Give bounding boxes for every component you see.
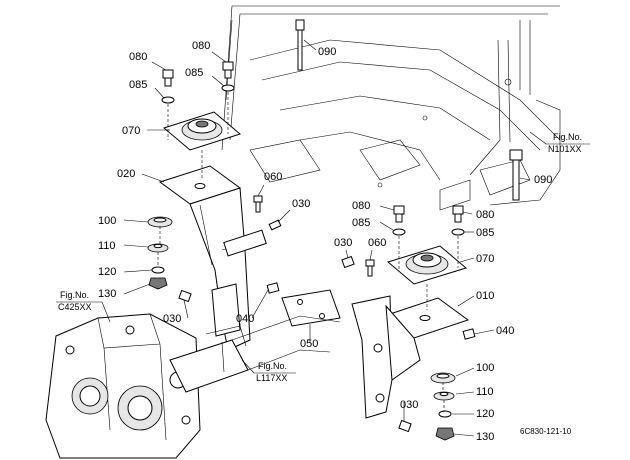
left-mount-assembly [147,19,305,351]
fig-ref-l117xx: Fig.No. L117XX [241,359,296,383]
callout-030: 030 [400,399,418,411]
callout-100: 100 [476,362,494,374]
callout-130: 130 [98,288,116,300]
fig-ref-c425xx-line1: Fig.No. [60,290,89,300]
fig-ref-n101xx: Fig.No. N101XX [529,131,590,154]
callout-110: 110 [476,386,494,398]
callout-070: 070 [122,125,140,137]
callout-120: 120 [98,266,116,278]
callout-080: 080 [129,51,147,63]
callout-060: 060 [368,237,386,249]
callout-080: 080 [192,40,210,52]
fig-ref-c425xx-line2: C425XX [58,302,92,312]
callout-120: 120 [476,408,494,420]
callout-050: 050 [300,338,318,350]
callout-130: 130 [476,431,494,443]
callout-110: 110 [98,240,116,252]
callout-030: 030 [334,237,352,249]
callout-080: 080 [476,209,494,221]
transmission-housing [45,313,341,459]
fig-ref-l117xx-line1: Fig.No. [258,361,287,371]
callout-labels: 080 085 080 085 090 070 020 060 030 100 … [98,40,552,443]
callout-085: 085 [185,67,203,79]
callout-100: 100 [98,215,116,227]
callout-085: 085 [129,79,147,91]
callout-080: 080 [352,200,370,212]
fig-ref-n101xx-line2: N101XX [548,144,582,154]
callout-070: 070 [476,253,494,265]
fig-ref-c425xx: Fig.No. C425XX [56,290,111,323]
fig-ref-l117xx-line2: L117XX [256,373,287,383]
callout-020: 020 [117,168,135,180]
callout-090: 090 [318,46,336,58]
callout-010: 010 [476,290,494,302]
callout-085: 085 [476,227,494,239]
fig-ref-n101xx-line1: Fig.No. [553,132,582,142]
callout-040: 040 [496,325,514,337]
callout-030: 030 [292,198,310,210]
callout-040: 040 [236,313,254,325]
callout-090: 090 [534,174,552,186]
callout-060: 060 [264,171,282,183]
callout-085: 085 [352,217,370,229]
drawing-code: 6C830-121-10 [520,427,572,436]
leader-lines [123,39,531,437]
callout-030: 030 [163,313,181,325]
